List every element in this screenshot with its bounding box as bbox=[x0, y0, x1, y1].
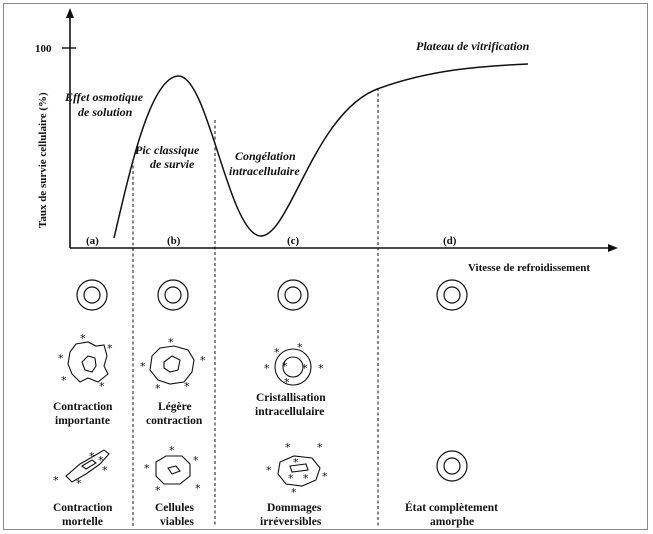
region-label-c: (c) bbox=[287, 235, 300, 247]
ice-crystal-mark: * bbox=[61, 374, 67, 387]
ice-crystal-mark: * bbox=[99, 380, 105, 393]
ice-crystal-mark: * bbox=[200, 354, 206, 367]
annotation-peak-1: Pic classique bbox=[135, 143, 200, 157]
y-axis-label: Taux de survie cellulaire (%) bbox=[37, 92, 49, 228]
annotation-congelation-1: Congélation bbox=[235, 149, 296, 163]
y-axis-arrow bbox=[66, 8, 74, 18]
normal-cell-icon bbox=[436, 279, 468, 311]
survival-curve bbox=[113, 63, 529, 239]
crystallized-cell-icon bbox=[274, 348, 312, 386]
ice-crystal-mark: * bbox=[193, 454, 199, 467]
shrunken-cell-icon bbox=[67, 341, 109, 383]
ice-crystal-mark: * bbox=[302, 362, 308, 375]
annotation-plateau: Plateau de vitrification bbox=[416, 39, 530, 53]
y-tick-label: 100 bbox=[35, 43, 52, 55]
ice-crystal-mark: * bbox=[317, 441, 323, 454]
caption-cristallisation-2: intracellulaire bbox=[255, 406, 324, 418]
ice-crystal-mark: * bbox=[274, 346, 280, 359]
ice-crystal-mark: * bbox=[303, 472, 309, 485]
ice-crystal-mark: * bbox=[288, 472, 294, 485]
region-label-b: (b) bbox=[167, 235, 181, 247]
normal-cell-icon bbox=[157, 279, 189, 311]
ice-crystal-mark: * bbox=[264, 362, 270, 375]
region-label-d: (d) bbox=[443, 235, 457, 247]
caption-contraction-importante-2: importante bbox=[55, 415, 110, 427]
caption-legere-contraction-2: contraction bbox=[146, 415, 203, 427]
ice-crystal-mark: * bbox=[168, 336, 174, 349]
ice-crystal-mark: * bbox=[322, 470, 328, 483]
ice-crystal-mark: * bbox=[89, 450, 95, 463]
ice-crystal-mark: * bbox=[266, 464, 272, 477]
ice-crystal-mark: * bbox=[76, 477, 82, 490]
ice-crystal-mark: * bbox=[102, 464, 108, 477]
caption-dommages-2: irréversibles bbox=[260, 516, 322, 528]
caption-etat-amorphe-2: amorphe bbox=[430, 516, 474, 528]
ice-crystal-mark: * bbox=[195, 482, 201, 495]
x-axis-label: Vitesse de refroidissement bbox=[468, 262, 590, 274]
ice-crystal-mark: * bbox=[155, 382, 161, 395]
ice-crystal-mark: * bbox=[107, 342, 113, 355]
viable-cell-icon bbox=[155, 455, 191, 485]
ice-crystal-mark: * bbox=[184, 380, 190, 393]
caption-contraction-importante-1: Contraction bbox=[53, 401, 113, 413]
caption-dommages-1: Dommages bbox=[267, 502, 322, 514]
caption-legere-contraction-1: Légère bbox=[158, 401, 192, 413]
ice-crystal-mark: * bbox=[155, 484, 161, 497]
ice-crystal-mark: * bbox=[282, 360, 288, 373]
annotation-osmotic-1: Effet osmotique bbox=[64, 90, 144, 104]
caption-cellules-viables-2: viables bbox=[160, 516, 194, 528]
ice-crystal-mark: * bbox=[53, 474, 59, 487]
normal-cell-icon bbox=[277, 279, 309, 311]
ice-crystal-mark: * bbox=[285, 441, 291, 454]
annotation-osmotic-2: de solution bbox=[78, 105, 133, 119]
caption-etat-amorphe-1: État complètement bbox=[405, 500, 498, 514]
annotation-congelation-2: intracellulaire bbox=[229, 164, 300, 178]
ice-crystal-mark: * bbox=[98, 454, 104, 467]
ice-crystal-mark: * bbox=[293, 456, 299, 469]
ice-crystal-mark: * bbox=[58, 352, 64, 365]
ice-crystal-mark: * bbox=[80, 332, 86, 345]
ice-crystal-mark: * bbox=[291, 486, 297, 499]
collapsed-cell-icon bbox=[65, 449, 110, 483]
ice-crystal-mark: * bbox=[140, 360, 146, 373]
ice-crystal-mark: * bbox=[297, 341, 303, 354]
region-label-a: (a) bbox=[86, 235, 99, 247]
ice-crystal-mark: * bbox=[169, 444, 175, 457]
damaged-cell-icon bbox=[277, 455, 321, 487]
annotation-peak-2: de survie bbox=[150, 157, 195, 171]
normal-cell-icon bbox=[76, 279, 108, 311]
caption-contraction-mortelle-2: mortelle bbox=[62, 516, 103, 528]
amorphous-cell-icon bbox=[436, 450, 468, 482]
caption-cellules-viables-1: Cellules bbox=[155, 502, 194, 514]
ice-crystal-mark: * bbox=[318, 362, 324, 375]
caption-cristallisation-1: Cristallisation bbox=[256, 392, 326, 404]
x-axis-arrow bbox=[608, 244, 618, 252]
caption-contraction-mortelle-1: Contraction bbox=[53, 502, 113, 514]
figure-frame bbox=[3, 3, 648, 530]
slightly-shrunken-cell-icon bbox=[149, 345, 195, 385]
ice-crystal-mark: * bbox=[144, 462, 150, 475]
ice-crystal-mark: * bbox=[284, 376, 290, 389]
